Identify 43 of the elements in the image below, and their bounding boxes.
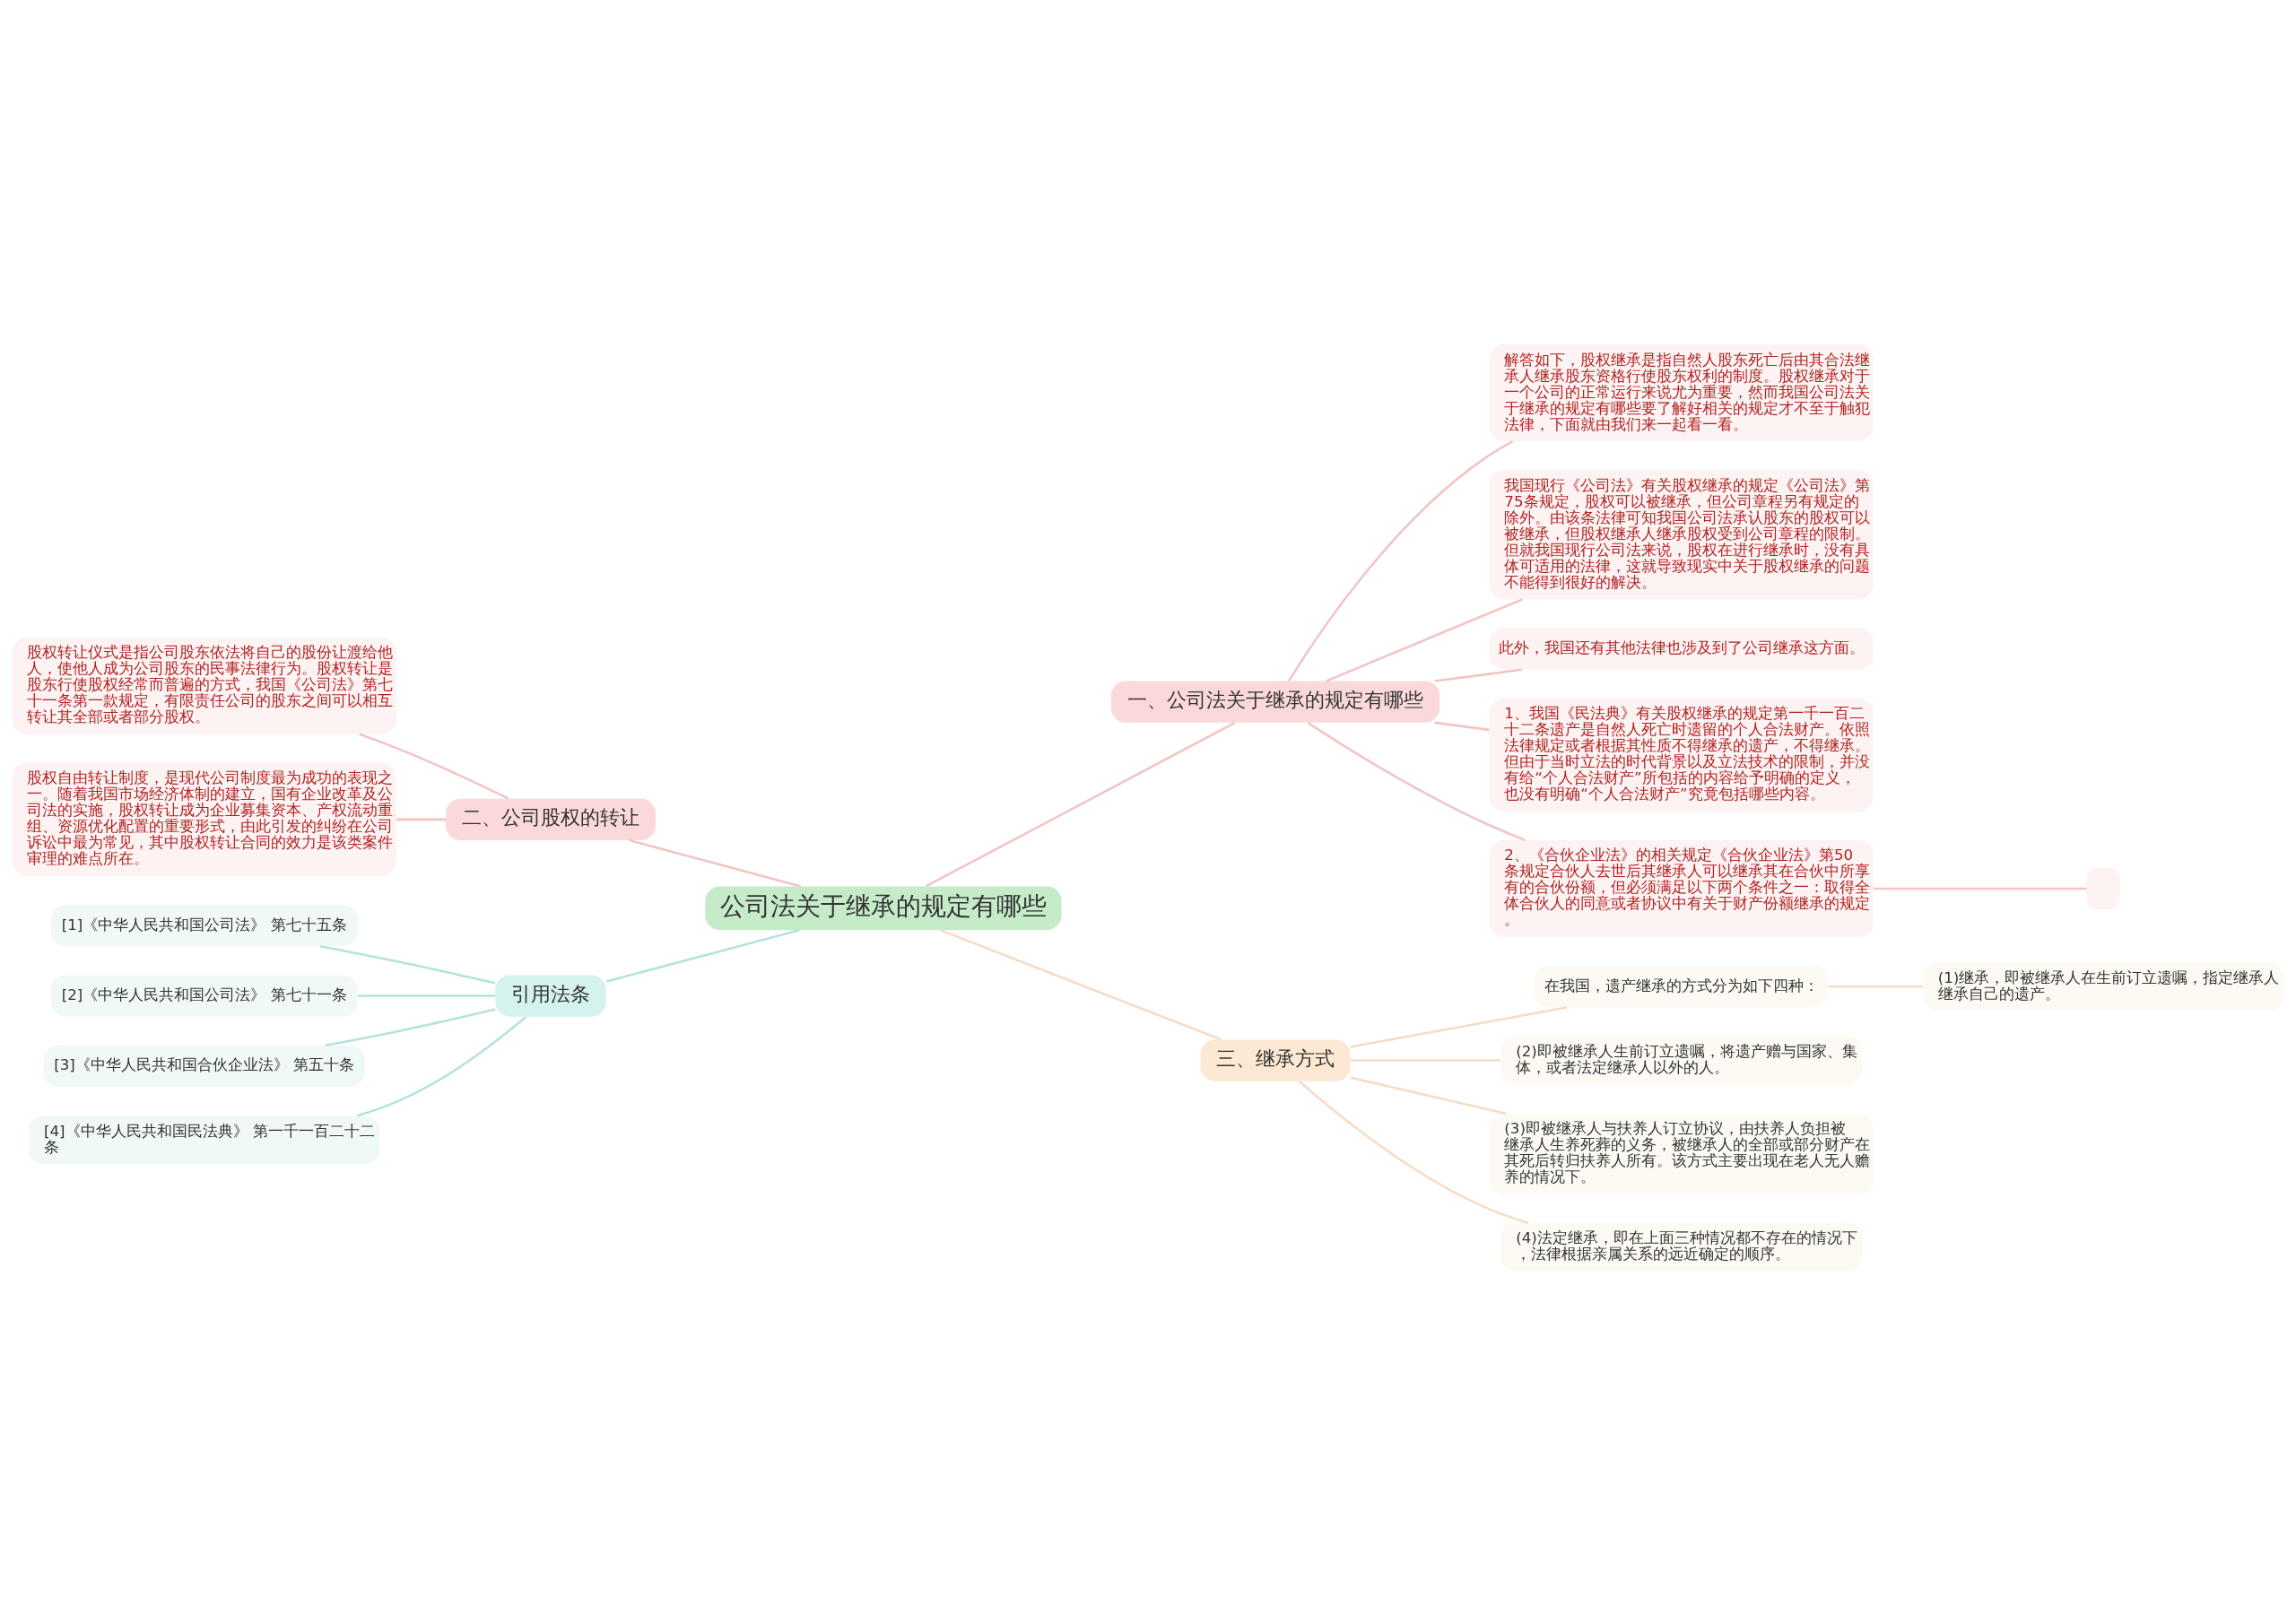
node-box: 2、《合伙企业法》的相关规定《合伙企业法》第50条规定合伙人去世后其继承人可以继承其在合伙中所享有的合伙份额，但必须满足以下两个条件之一：取得全体合伙人的同意或者协议中有关于财产份额继承的规定。 — [1489, 839, 1874, 937]
node-box: [4]《中华人民共和国民法典》 第一千一百二十二条 — [29, 1115, 380, 1164]
node-box: 此外，我国还有其他法律也涉及到了公司继承这方面。 — [1489, 627, 1874, 670]
connector — [1326, 597, 1523, 682]
connector — [926, 721, 1236, 887]
node-box: 公司法关于继承的规定有哪些 — [705, 885, 1062, 930]
node-box: [2]《中华人民共和国公司法》 第七十一条 — [50, 974, 358, 1017]
node-box: 三、继承方式 — [1200, 1038, 1351, 1081]
connector — [325, 1007, 496, 1046]
connector — [1434, 667, 1523, 682]
node-box: 股权转让仪式是指公司股东依法将自己的股份让渡给他人，使他人成为公司股东的民事法律行为。股权转让是股东行使股权经常而普遍的方式，我国《公司法》第七十一条第一款规定，有限责任公司的股东之间可以相互转让其全部或者部分股权。 — [12, 637, 396, 734]
connector — [1288, 439, 1514, 682]
node-box: [3]《中华人民共和国合伙企业法》 第五十条 — [43, 1045, 365, 1087]
connector — [605, 928, 800, 983]
node-box: 1、我国《民法典》有关股权继承的规定第一千一百二十二条遗产是自然人死亡时遗留的个人合法财产。依照法律规定或者根据其性质不得继承的遗产，不得继承。但由于当时立法的时代背景以及立法技术的限制，并没有给“个人合法财产”所包括的内容给予明确的定义，也没有明确“个人合法财产”究竟包括哪些内容。 — [1489, 698, 1874, 812]
connector — [1307, 721, 1526, 841]
node-box: 解答如下，股权继承是指自然人股东死亡后由其合法继承人继承股东资格行使股东权利的制度。股权继承对于一个公司的正常运行来说尤为重要，然而我国公司法关于继承的规定有哪些要了解好相关的规定才不至于触犯法律，下面就由我们来一起看一看。 — [1489, 343, 1874, 441]
connector — [1874, 887, 2087, 890]
connector — [396, 818, 446, 821]
node-box: 股权自由转让制度，是现代公司制度最为成功的表现之一。随着我国市场经济体制的建立，国有企业改革及公司法的实施，股权转让成为企业募集资本、产权流动重组、资源优化配置的重要形式，由此引发的纠纷在公司诉讼中最为常见，其中股权转让合同的效力是该类案件审理的难点所在。 — [12, 762, 396, 876]
node-box: 一、公司法关于继承的规定有哪些 — [1110, 681, 1440, 723]
connector — [940, 928, 1222, 1040]
connector — [357, 994, 496, 997]
node-box: (1)继承，即被继承人在生前订立遗嘱，指定继承人继承自己的遗产。 — [1923, 961, 2284, 1011]
node-box: (3)即被继承人与扶养人订立协议，由扶养人负担被继承人生养死葬的义务，被继承人的全部或部分财产在其死后转归扶养人所有。该方式主要出现在老人无人赡养的情况下。 — [1489, 1113, 1874, 1194]
connector — [356, 1015, 527, 1116]
node-box: 我国现行《公司法》有关股权继承的规定《公司法》第75条规定，股权可以被继承，但公司章程另有规定的除外。由该条法律可知我国公司法承认股东的股权可以被继承，但股权继承人继承股权受到公司章程的限制。但就我国现行公司法来说，股权在进行继承时，没有具体可适用的法律，这就导致现实中关于股权继承的问题不能得到很好的解决。 — [1489, 469, 1874, 599]
node-box — [2086, 867, 2120, 909]
node-box: [1]《中华人民共和国公司法》 第七十五条 — [50, 904, 358, 946]
node-box: 引用法条 — [495, 974, 606, 1017]
connector — [1434, 721, 1490, 731]
connector — [1350, 1058, 1501, 1062]
connector — [1299, 1080, 1529, 1224]
node-box: (2)即被继承人生前订立遗嘱，将遗产赠与国家、集体，或者法定继承人以外的人。 — [1500, 1036, 1862, 1085]
node-box: 二、公司股权的转让 — [446, 798, 656, 840]
connector — [1829, 985, 1923, 988]
node-box: (4)法定继承，即在上面三种情况都不存在的情况下，法律根据亲属关系的远近确定的顺序。 — [1500, 1222, 1862, 1272]
connector — [319, 944, 496, 985]
connector — [629, 838, 801, 888]
connector — [359, 733, 509, 800]
connector — [1350, 1005, 1567, 1048]
connector — [1350, 1075, 1507, 1115]
node-box: 在我国，遗产继承的方式分为如下四种： — [1534, 965, 1830, 1007]
